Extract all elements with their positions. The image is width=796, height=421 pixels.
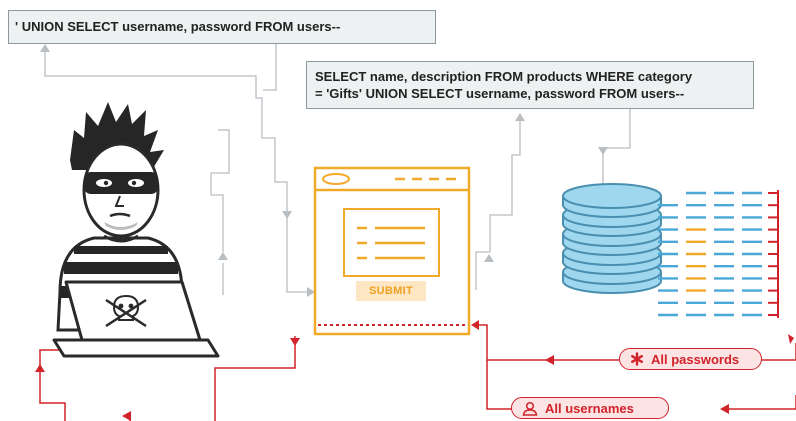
- browser-form-icon: [313, 166, 471, 336]
- query-line-1: SELECT name, description FROM products W…: [315, 69, 693, 84]
- red-scale-ticks: [768, 192, 778, 316]
- query-line-2: = 'Gifts' UNION SELECT username, passwor…: [315, 86, 685, 101]
- injection-payload-text: ' UNION SELECT username, password FROM u…: [15, 19, 341, 34]
- all-passwords-label: All passwords: [651, 351, 740, 367]
- red-arrowheads: [35, 320, 794, 421]
- database-icon: [562, 183, 662, 294]
- user-icon: [522, 401, 538, 416]
- injection-payload-box: ' UNION SELECT username, password FROM u…: [8, 10, 436, 44]
- skull-crossbones-icon: [105, 294, 147, 328]
- all-passwords-badge: All passwords: [619, 348, 762, 370]
- resulting-query-box: SELECT name, description FROM products W…: [306, 61, 754, 109]
- hacker-figure: [52, 102, 220, 358]
- data-table-rows: [658, 191, 762, 317]
- all-usernames-badge: All usernames: [511, 397, 669, 419]
- submit-button[interactable]: SUBMIT: [356, 281, 426, 301]
- all-usernames-label: All usernames: [545, 400, 634, 416]
- red-connectors: [39, 324, 796, 421]
- asterisk-icon: [630, 352, 644, 366]
